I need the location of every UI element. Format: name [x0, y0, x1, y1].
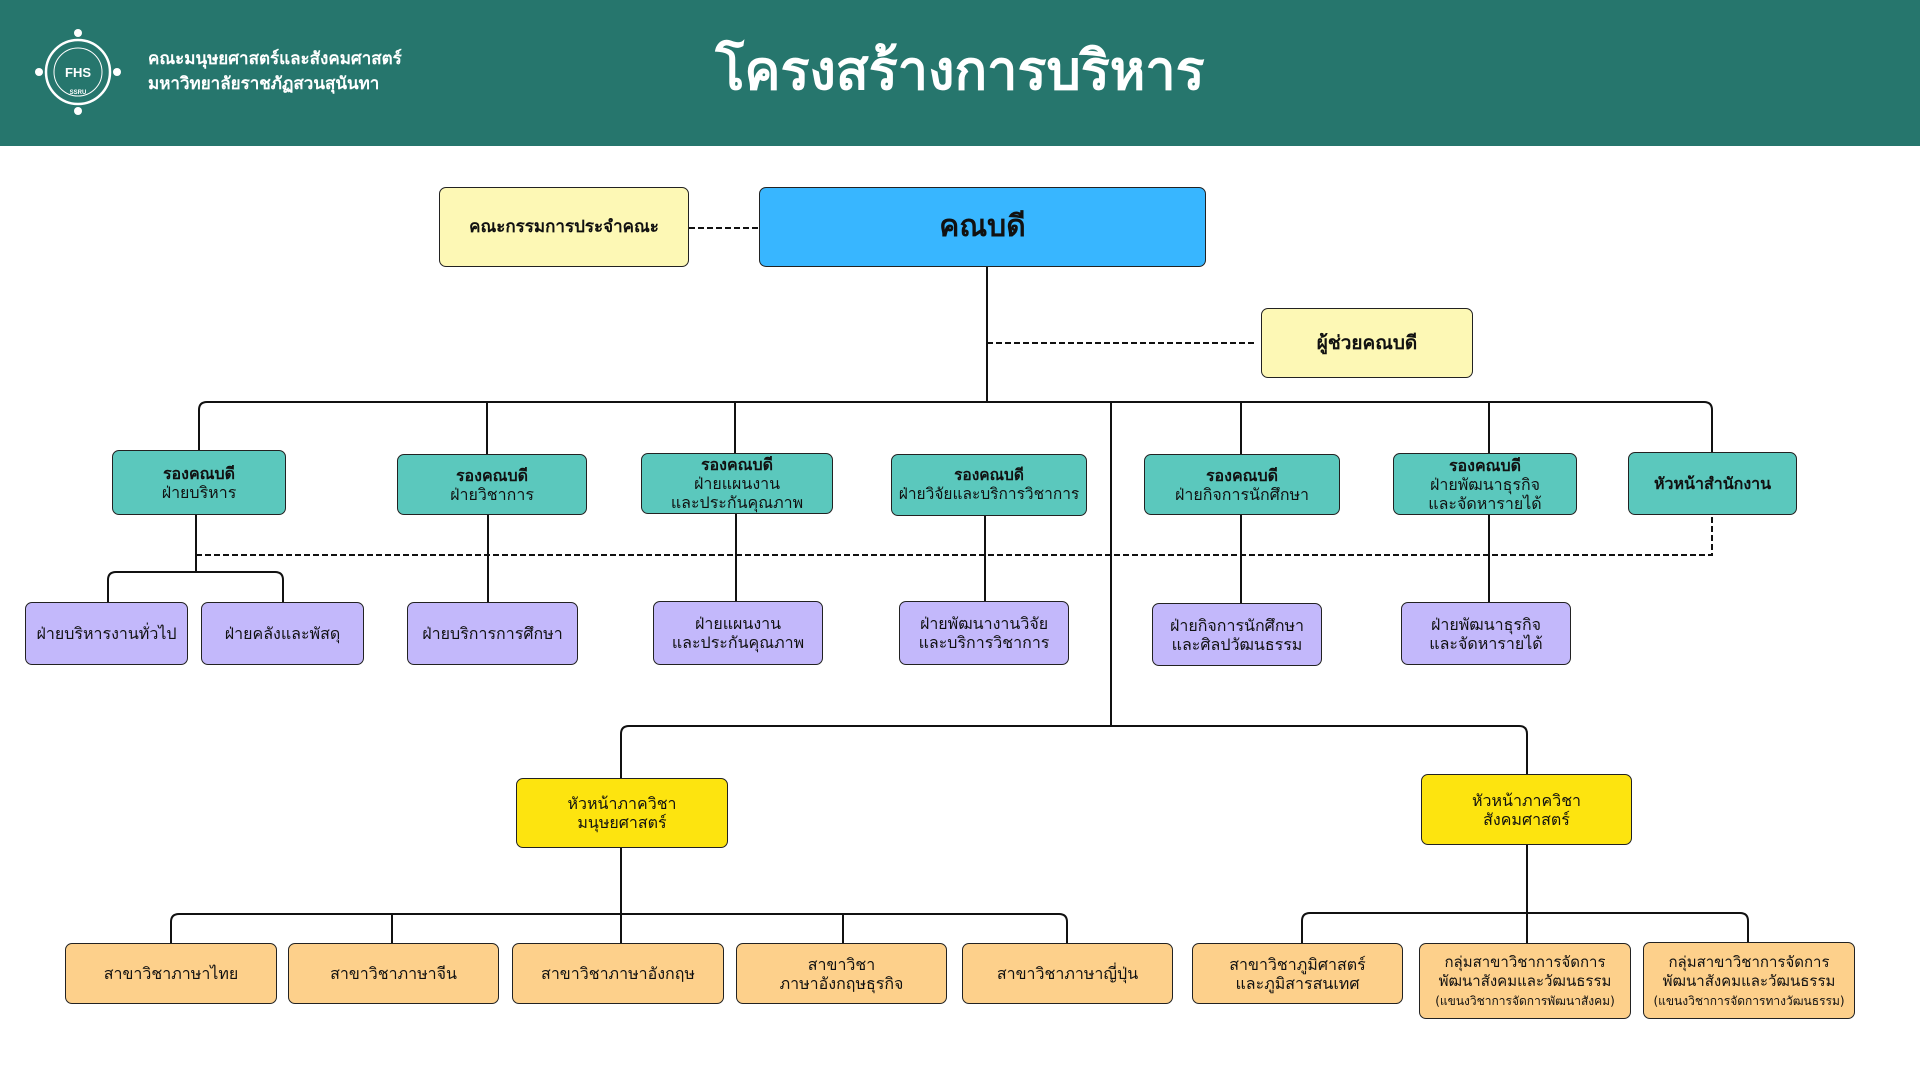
vice-dean-area: ฝ่ายแผนงาน — [693, 474, 781, 493]
vice-dean-area: ฝ่ายวิชาการ — [450, 484, 534, 504]
vice-dean-area: ฝ่ายวิจัยและบริการวิชาการ — [898, 485, 1080, 503]
dean-box[interactable]: คณบดี — [759, 187, 1206, 267]
vice-dean-title: รองคณบดี — [954, 466, 1024, 484]
division-label-line2: และศิลปวัฒนธรรม — [1171, 634, 1303, 654]
division-label: ฝ่ายพัฒนางานวิจัย — [919, 614, 1049, 633]
header-bar: FHS SSRU คณะมนุษยศาสตร์และสังคมศาสตร์ มห… — [0, 0, 1920, 146]
division-label-line2: และประกันคุณภาพ — [671, 633, 805, 652]
division-label: ฝ่ายพัฒนาธุรกิจ — [1430, 614, 1542, 634]
svg-text:SSRU: SSRU — [70, 90, 87, 96]
dept-head-name: สังคมศาสตร์ — [1483, 809, 1570, 829]
program-business-english-box[interactable]: สาขาวิชา ภาษาอังกฤษธุรกิจ — [736, 943, 947, 1004]
committee-label: คณะกรรมการประจำคณะ — [469, 216, 659, 237]
division-label: ฝ่ายคลังและพัสดุ — [224, 624, 341, 643]
program-label-line2: ภาษาอังกฤษธุรกิจ — [779, 973, 904, 993]
program-label: สาขาวิชา — [807, 954, 876, 974]
connector-vp-bar — [198, 401, 1713, 452]
program-social-development-box[interactable]: กลุ่มสาขาวิชาการจัดการ พัฒนาสังคมและวัฒน… — [1419, 943, 1631, 1019]
program-label: กลุ่มสาขาวิชาการจัดการ — [1668, 952, 1830, 971]
dept-head-label: หัวหน้าภาควิชา — [567, 794, 677, 813]
program-thai-box[interactable]: สาขาวิชาภาษาไทย — [65, 943, 277, 1004]
vice-dean-academic-box[interactable]: รองคณบดี ฝ่ายวิชาการ — [397, 454, 587, 515]
program-cultural-management-box[interactable]: กลุ่มสาขาวิชาการจัดการ พัฒนาสังคมและวัฒน… — [1643, 942, 1855, 1019]
division-research-box[interactable]: ฝ่ายพัฒนางานวิจัย และบริการวิชาการ — [899, 601, 1069, 665]
assistant-dean-label: ผู้ช่วยคณบดี — [1316, 331, 1418, 354]
program-label-line2: พัฒนาสังคมและวัฒนธรรม — [1438, 972, 1612, 990]
program-label: สาขาวิชาภาษาไทย — [103, 964, 239, 983]
program-japanese-box[interactable]: สาขาวิชาภาษาญี่ปุ่น — [962, 943, 1173, 1004]
division-general-admin-box[interactable]: ฝ่ายบริหารงานทั่วไป — [25, 602, 188, 665]
vice-dean-admin-box[interactable]: รองคณบดี ฝ่ายบริหาร — [112, 450, 286, 515]
svg-text:FHS: FHS — [65, 65, 91, 80]
vice-dean-student-box[interactable]: รองคณบดี ฝ่ายกิจการนักศึกษา — [1144, 454, 1340, 515]
vice-dean-title: รองคณบดี — [1205, 465, 1279, 485]
division-student-affairs-box[interactable]: ฝ่ายกิจการนักศึกษา และศิลปวัฒนธรรม — [1152, 603, 1322, 666]
org-name-line2: มหาวิทยาลัยราชภัฏสวนสุนันทา — [148, 74, 380, 94]
vice-dean-title: รองคณบดี — [1448, 455, 1522, 475]
vice-dean-title: รองคณบดี — [700, 455, 774, 474]
program-label: สาขาวิชาภาษาจีน — [330, 964, 457, 983]
committee-box[interactable]: คณะกรรมการประจำคณะ — [439, 187, 689, 267]
division-label: ฝ่ายแผนงาน — [694, 614, 782, 633]
dept-head-name: มนุษยศาสตร์ — [577, 813, 667, 832]
program-label: กลุ่มสาขาวิชาการจัดการ — [1444, 953, 1606, 971]
connector-soc-bar — [1301, 912, 1749, 943]
division-business-box[interactable]: ฝ่ายพัฒนาธุรกิจ และจัดหารายได้ — [1401, 602, 1571, 665]
head-humanities-box[interactable]: หัวหน้าภาควิชา มนุษยศาสตร์ — [516, 778, 728, 848]
connector-office-dashed — [196, 515, 1713, 556]
program-label-line2: พัฒนาสังคมและวัฒนธรรม — [1662, 971, 1836, 990]
vice-dean-planning-box[interactable]: รองคณบดี ฝ่ายแผนงาน และประกันคุณภาพ — [641, 453, 833, 514]
vice-dean-area: ฝ่ายกิจการนักศึกษา — [1174, 484, 1310, 504]
connector-hum-bar — [170, 913, 1068, 943]
program-label-line2: และภูมิสารสนเทศ — [1235, 973, 1360, 993]
division-finance-box[interactable]: ฝ่ายคลังและพัสดุ — [201, 602, 364, 665]
vice-dean-title: รองคณบดี — [162, 463, 236, 483]
vice-dean-business-box[interactable]: รองคณบดี ฝ่ายพัฒนาธุรกิจ และจัดหารายได้ — [1393, 453, 1577, 515]
program-track-note: (แขนงวิชาการจัดการพัฒนาสังคม) — [1435, 994, 1615, 1008]
vice-dean-research-box[interactable]: รองคณบดี ฝ่ายวิจัยและบริการวิชาการ — [891, 454, 1087, 516]
assistant-dean-box[interactable]: ผู้ช่วยคณบดี — [1261, 308, 1473, 378]
vice-dean-area-line2: และจัดหารายได้ — [1428, 493, 1542, 513]
division-label-line2: และบริการวิชาการ — [918, 633, 1050, 652]
org-name-line1: คณะมนุษยศาสตร์และสังคมศาสตร์ — [148, 49, 402, 69]
program-label: สาขาวิชาภาษาญี่ปุ่น — [996, 964, 1139, 983]
program-label: สาขาวิชาภาษาอังกฤษ — [541, 964, 695, 983]
faculty-logo-icon: FHS SSRU — [35, 29, 121, 115]
office-head-label: หัวหน้าสำนักงาน — [1653, 474, 1772, 493]
division-education-services-box[interactable]: ฝ่ายบริการการศึกษา — [407, 602, 578, 665]
dept-head-label: หัวหน้าภาควิชา — [1471, 790, 1582, 810]
program-english-box[interactable]: สาขาวิชาภาษาอังกฤษ — [512, 943, 724, 1004]
vice-dean-area-line2: และประกันคุณภาพ — [670, 493, 804, 512]
organization-name: คณะมนุษยศาสตร์และสังคมศาสตร์ มหาวิทยาลัย… — [148, 47, 402, 97]
page-title: โครงสร้างการบริหาร — [715, 39, 1205, 102]
office-head-box[interactable]: หัวหน้าสำนักงาน — [1628, 452, 1797, 515]
division-label: ฝ่ายกิจการนักศึกษา — [1169, 615, 1305, 635]
connector-dept-bar — [620, 725, 1528, 778]
vice-dean-area: ฝ่ายบริหาร — [161, 482, 237, 502]
program-track-note: (แขนงวิชาการจัดการทางวัฒนธรรม) — [1653, 993, 1845, 1008]
division-label-line2: และจัดหารายได้ — [1429, 633, 1543, 653]
program-geography-box[interactable]: สาขาวิชาภูมิศาสตร์ และภูมิสารสนเทศ — [1192, 943, 1403, 1004]
connector-admin-bracket — [107, 571, 284, 602]
vice-dean-area: ฝ่ายพัฒนาธุรกิจ — [1429, 474, 1541, 494]
division-label: ฝ่ายบริหารงานทั่วไป — [36, 624, 177, 643]
division-planning-box[interactable]: ฝ่ายแผนงาน และประกันคุณภาพ — [653, 601, 823, 665]
program-label: สาขาวิชาภูมิศาสตร์ — [1229, 954, 1366, 974]
head-social-sciences-box[interactable]: หัวหน้าภาควิชา สังคมศาสตร์ — [1421, 774, 1632, 845]
program-chinese-box[interactable]: สาขาวิชาภาษาจีน — [288, 943, 499, 1004]
dean-label: คณบดี — [939, 209, 1026, 244]
vice-dean-title: รองคณบดี — [455, 465, 529, 485]
division-label: ฝ่ายบริการการศึกษา — [422, 624, 563, 643]
